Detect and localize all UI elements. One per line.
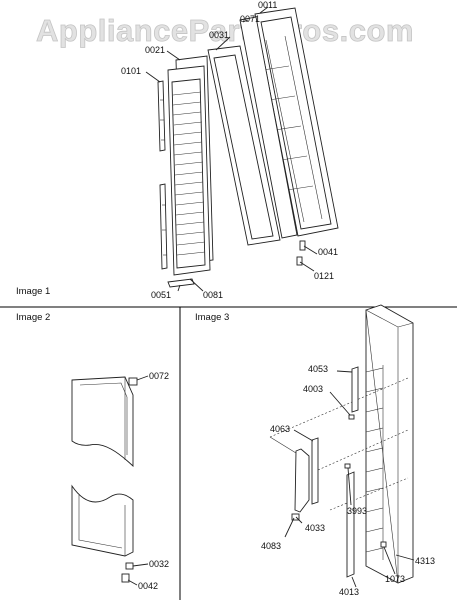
- callout-4003: 4003: [303, 384, 323, 394]
- panel-title-image2: Image 2: [16, 312, 50, 323]
- callout-0071: 0071: [240, 14, 260, 24]
- callout-0072: 0072: [149, 371, 169, 381]
- callout-0051: 0051: [151, 290, 171, 300]
- callout-0031: 0031: [209, 30, 229, 40]
- image2-callouts: Image 2 0072 0032 0042: [16, 312, 169, 591]
- image1-drawing: [145, 6, 339, 292]
- callout-0041: 0041: [318, 247, 338, 257]
- watermark: AppliancePartsPros.com: [36, 13, 414, 48]
- callout-4013: 4013: [339, 587, 359, 597]
- callout-0032: 0032: [149, 559, 169, 569]
- callout-0021: 0021: [145, 45, 165, 55]
- callout-4313: 4313: [415, 556, 435, 566]
- panel-title-image1: Image 1: [16, 286, 50, 297]
- callout-4053: 4053: [308, 364, 328, 374]
- image3-callouts: Image 3 4053 4003 4063 3993 4033 4083 43…: [195, 312, 435, 597]
- callout-0042: 0042: [138, 581, 158, 591]
- callout-0081: 0081: [203, 290, 223, 300]
- image3-drawing: [269, 304, 415, 588]
- callout-1073: 1073: [385, 574, 405, 584]
- image1-callouts: 0011 0071 0031 0021 0101 0041 0121 0051 …: [16, 0, 338, 300]
- callout-0011: 0011: [258, 0, 277, 10]
- callout-4033: 4033: [305, 523, 325, 533]
- callout-0121: 0121: [314, 271, 334, 281]
- panel-title-image3: Image 3: [195, 312, 229, 323]
- callout-0101: 0101: [121, 66, 141, 76]
- callout-4063: 4063: [270, 424, 290, 434]
- image2-drawing: [71, 375, 149, 586]
- callout-3993: 3993: [347, 506, 367, 516]
- callout-4083: 4083: [261, 541, 281, 551]
